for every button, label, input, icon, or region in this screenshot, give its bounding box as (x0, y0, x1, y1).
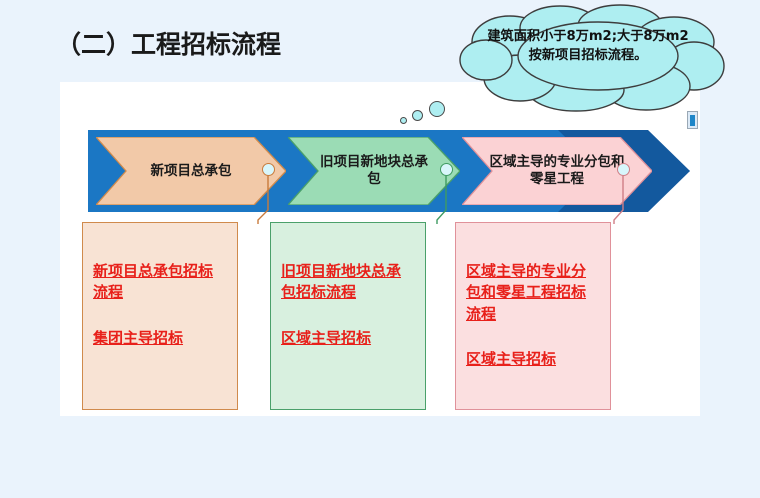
chevron-step-1[interactable]: 新项目总承包 (96, 137, 286, 205)
chevron-step-3[interactable]: 区域主导的专业分包和零星工程 (462, 137, 652, 205)
page-title: （二）工程招标流程 (56, 30, 282, 59)
flow-box-1-process-label: 新项目总承包招标流程 (93, 262, 214, 302)
flow-box-1[interactable]: 新项目总承包招标流程 集团主导招标 (82, 222, 238, 410)
resize-handle-inner (690, 114, 695, 126)
thought-cloud-text: 建筑面积小于8万m2;大于8万m2按新项目招标流程。 (487, 29, 689, 63)
flow-box-3[interactable]: 区域主导的专业分包和零星工程招标流程 区域主导招标 (455, 222, 611, 410)
connector-node-1 (262, 163, 275, 176)
thought-tail-bubble-small (400, 117, 407, 124)
flow-box-2[interactable]: 旧项目新地块总承包招标流程 区域主导招标 (270, 222, 426, 410)
connector-node-2 (440, 163, 453, 176)
flow-box-3-owner-label: 区域主导招标 (466, 349, 557, 368)
chevron-step-3-label: 区域主导的专业分包和零星工程 (489, 154, 625, 187)
chevron-step-1-label: 新项目总承包 (150, 162, 232, 179)
thought-tail-bubble-large (429, 101, 445, 117)
chevron-step-2-label: 旧项目新地块总承包 (320, 154, 428, 187)
thought-cloud-callout[interactable]: 建筑面积小于8万m2;大于8万m2按新项目招标流程。 (448, 4, 728, 112)
flow-box-1-owner-label: 集团主导招标 (93, 328, 184, 347)
chevron-step-2[interactable]: 旧项目新地块总承包 (288, 137, 460, 205)
resize-handle-icon[interactable] (687, 111, 698, 129)
flow-box-2-process-label: 旧项目新地块总承包招标流程 (281, 262, 402, 302)
connector-node-3 (617, 163, 630, 176)
thought-tail-bubble-medium (412, 110, 423, 121)
flow-box-3-process-label: 区域主导的专业分包和零星工程招标流程 (466, 262, 587, 323)
flow-box-2-owner-label: 区域主导招标 (281, 328, 372, 347)
